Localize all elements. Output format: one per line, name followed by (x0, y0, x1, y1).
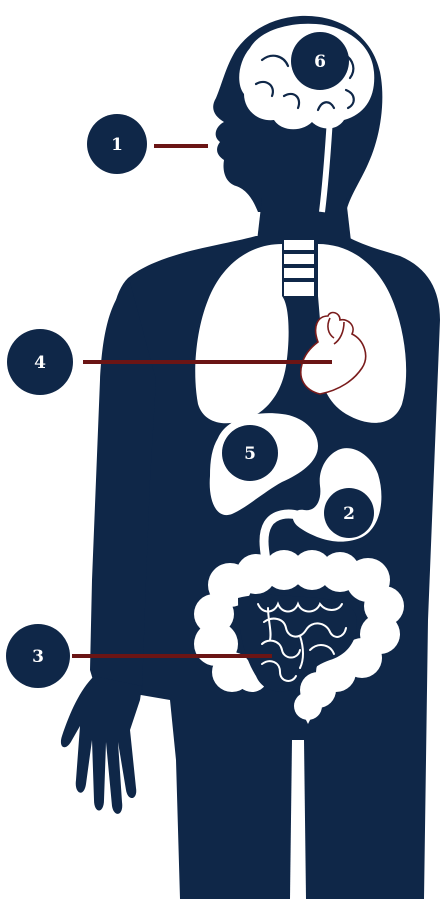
marker-4-label: 4 (34, 353, 46, 373)
hand (61, 676, 142, 814)
marker-6[interactable]: 6 (291, 32, 349, 90)
marker-4[interactable]: 4 (7, 329, 73, 395)
marker-1[interactable]: 1 (87, 114, 147, 174)
leg-gap (290, 740, 306, 899)
marker-3-label: 3 (32, 647, 44, 667)
marker-1-label: 1 (111, 135, 123, 155)
marker-2-label: 2 (343, 504, 355, 524)
marker-5-label: 5 (244, 444, 256, 464)
marker-2[interactable]: 2 (324, 488, 374, 538)
marker-5[interactable]: 5 (222, 425, 278, 481)
marker-3[interactable]: 3 (6, 624, 70, 688)
trachea (284, 240, 314, 296)
marker-6-label: 6 (314, 52, 326, 72)
